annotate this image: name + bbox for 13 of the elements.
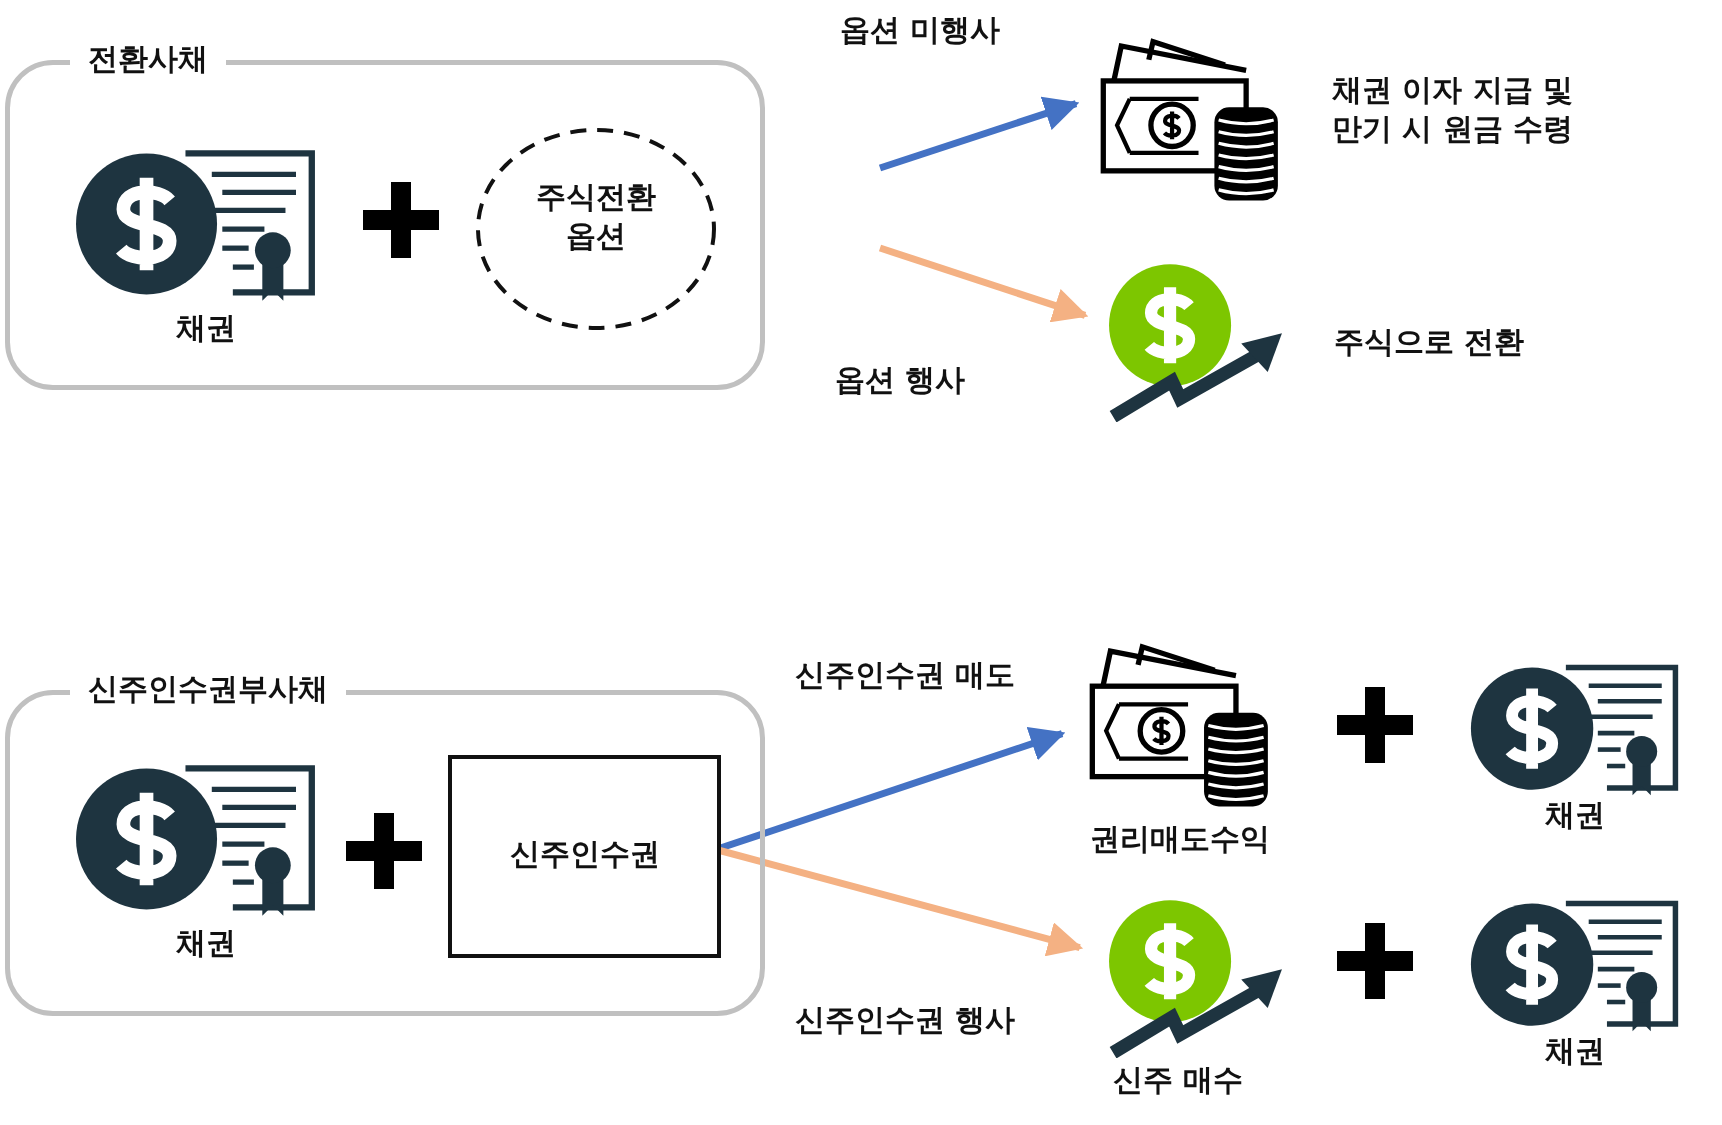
option-label: 주식전환 옵션 [535, 178, 657, 255]
warrant-box [448, 755, 721, 958]
bond-label: 채권 [1544, 796, 1606, 834]
arrow [878, 244, 1089, 323]
outcome-text: 신주 매수 [1111, 1061, 1245, 1099]
warrant-label: 신주인수권 [508, 835, 661, 873]
bond-label: 채권 [175, 309, 237, 347]
outcome-text: 주식으로 전환 [1334, 323, 1525, 361]
outcome-text: 채권 이자 지급 및 만기 시 원금 수령 [1332, 71, 1575, 148]
bond-label: 채권 [1544, 1032, 1606, 1070]
bond-label: 채권 [175, 924, 237, 962]
outcome-text: 권리매도수익 [1088, 820, 1271, 858]
arrow [878, 96, 1080, 172]
